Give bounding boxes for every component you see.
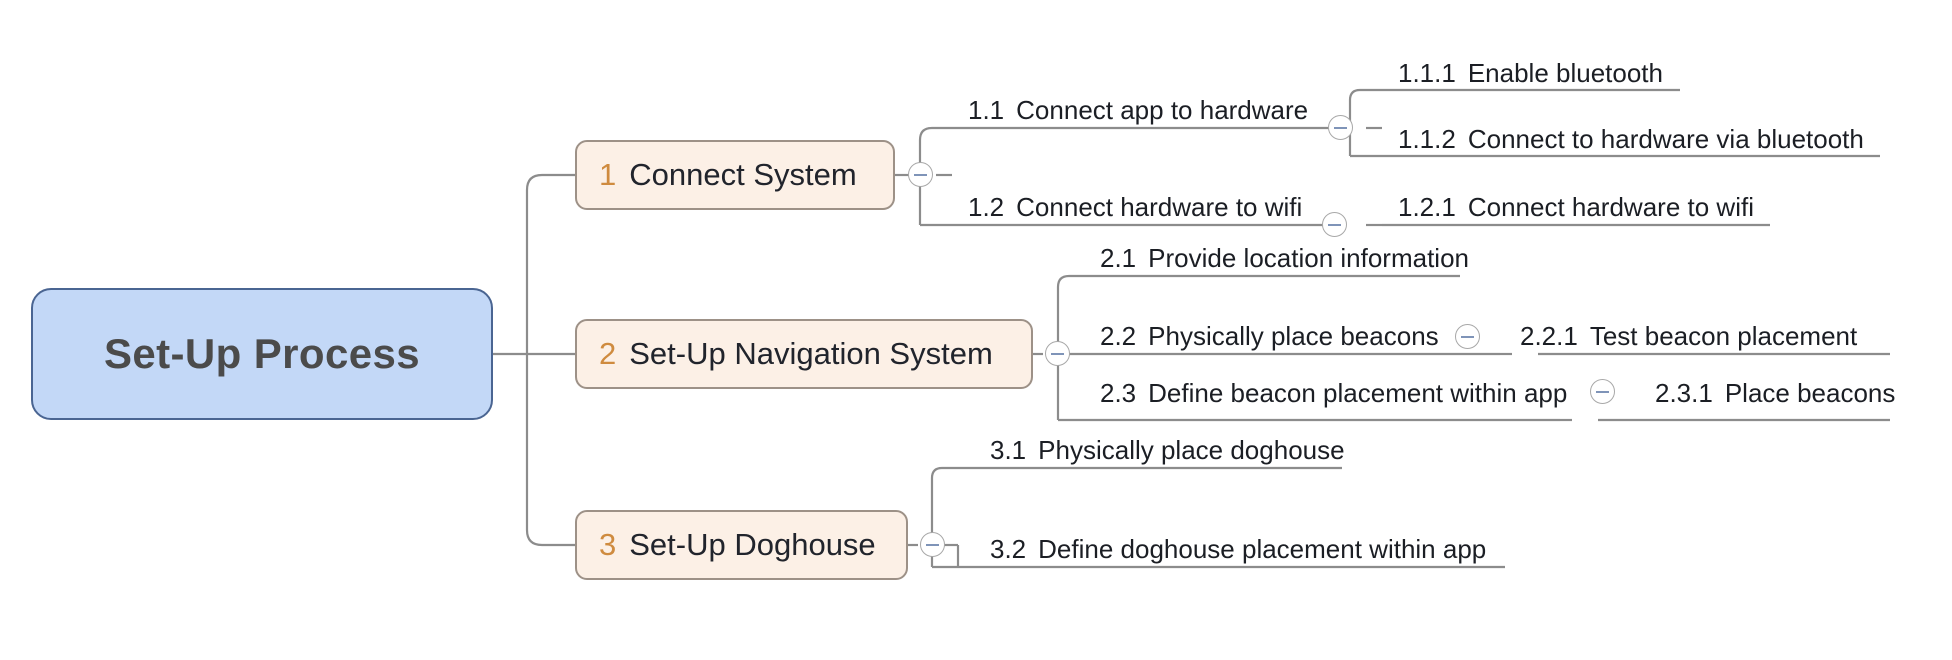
- leaf-2-3-label: Define beacon placement within app: [1148, 378, 1568, 408]
- leaf-2-1-label: Provide location information: [1148, 243, 1469, 273]
- leaf-3-1[interactable]: 3.1 Physically place doghouse: [990, 435, 1345, 466]
- collapse-toggle-2-3[interactable]: [1590, 379, 1615, 404]
- leaf-3-2[interactable]: 3.2 Define doghouse placement within app: [990, 534, 1486, 565]
- leaf-2-3[interactable]: 2.3 Define beacon placement within app: [1100, 378, 1567, 409]
- collapse-toggle-branch-3[interactable]: [920, 532, 945, 557]
- leaf-1-1-label: Connect app to hardware: [1016, 95, 1309, 125]
- leaf-3-1-label: Physically place doghouse: [1038, 435, 1345, 465]
- leaf-3-2-label: Define doghouse placement within app: [1038, 534, 1487, 564]
- leaf-2-3-1[interactable]: 2.3.1 Place beacons: [1655, 378, 1895, 409]
- leaf-2-2[interactable]: 2.2 Physically place beacons: [1100, 321, 1439, 352]
- branch-node-1[interactable]: 1 Connect System: [575, 140, 895, 210]
- leaf-1-1-number: 1.1: [968, 95, 1005, 125]
- collapse-toggle-branch-2[interactable]: [1045, 341, 1070, 366]
- leaf-2-2-label: Physically place beacons: [1148, 321, 1439, 351]
- branch-node-1-number: 1: [599, 157, 617, 192]
- leaf-2-3-number: 2.3: [1100, 378, 1137, 408]
- collapse-toggle-branch-1[interactable]: [908, 162, 933, 187]
- branch-node-3-number: 3: [599, 527, 617, 562]
- branch-node-2-label: Set-Up Navigation System: [629, 336, 993, 371]
- leaf-3-1-number: 3.1: [990, 435, 1027, 465]
- collapse-toggle-1-1[interactable]: [1328, 115, 1353, 140]
- branch-node-3-label: Set-Up Doghouse: [629, 527, 876, 562]
- leaf-1-1[interactable]: 1.1 Connect app to hardware: [968, 95, 1308, 126]
- leaf-1-1-2-number: 1.1.2: [1398, 124, 1456, 154]
- branch-node-1-label: Connect System: [629, 157, 857, 192]
- leaf-1-1-1[interactable]: 1.1.1 Enable bluetooth: [1398, 58, 1663, 89]
- leaf-1-2-1-label: Connect hardware to wifi: [1467, 192, 1754, 222]
- root-node-label: Set-Up Process: [103, 330, 421, 377]
- leaf-2-2-1[interactable]: 2.2.1 Test beacon placement: [1520, 321, 1857, 352]
- collapse-toggle-1-2[interactable]: [1322, 212, 1347, 237]
- leaf-1-1-1-label: Enable bluetooth: [1467, 58, 1663, 88]
- leaf-1-2[interactable]: 1.2 Connect hardware to wifi: [968, 192, 1302, 223]
- leaf-2-2-number: 2.2: [1100, 321, 1137, 351]
- root-node[interactable]: Set-Up Process: [31, 288, 493, 420]
- leaf-2-1[interactable]: 2.1 Provide location information: [1100, 243, 1469, 274]
- leaf-2-3-1-number: 2.3.1: [1655, 378, 1713, 408]
- branch-node-2-number: 2: [599, 336, 617, 371]
- leaf-1-1-2-label: Connect to hardware via bluetooth: [1467, 124, 1864, 154]
- collapse-toggle-2-2[interactable]: [1455, 324, 1480, 349]
- leaf-2-2-1-label: Test beacon placement: [1589, 321, 1858, 351]
- leaf-1-2-1[interactable]: 1.2.1 Connect hardware to wifi: [1398, 192, 1754, 223]
- leaf-1-2-label: Connect hardware to wifi: [1016, 192, 1303, 222]
- leaf-1-1-1-number: 1.1.1: [1398, 58, 1456, 88]
- branch-node-3[interactable]: 3 Set-Up Doghouse: [575, 510, 908, 580]
- leaf-2-2-1-number: 2.2.1: [1520, 321, 1578, 351]
- branch-node-2[interactable]: 2 Set-Up Navigation System: [575, 319, 1033, 389]
- leaf-2-3-1-label: Place beacons: [1724, 378, 1896, 408]
- leaf-2-1-number: 2.1: [1100, 243, 1137, 273]
- leaf-1-2-1-number: 1.2.1: [1398, 192, 1456, 222]
- leaf-3-2-number: 3.2: [990, 534, 1027, 564]
- leaf-1-2-number: 1.2: [968, 192, 1005, 222]
- leaf-1-1-2[interactable]: 1.1.2 Connect to hardware via bluetooth: [1398, 124, 1864, 155]
